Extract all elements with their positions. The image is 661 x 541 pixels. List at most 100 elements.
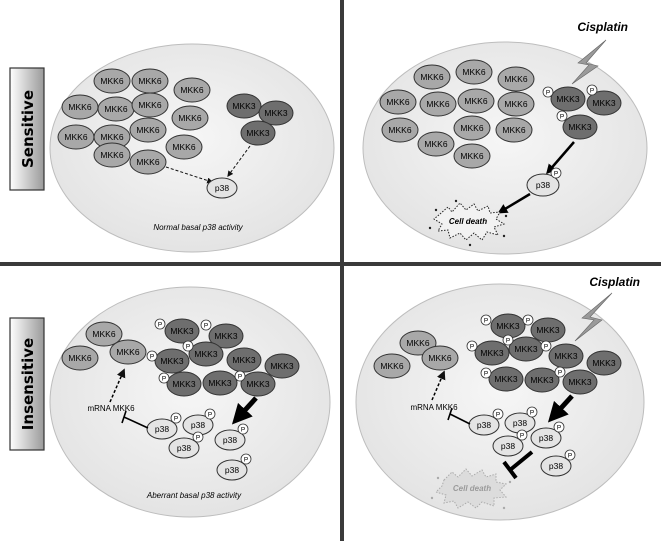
mkk3-group: MKK3 MKK3 MKK3 P P P bbox=[542, 84, 622, 140]
p38-inhibits-mrna bbox=[447, 407, 471, 425]
p38-node: p38 bbox=[168, 437, 200, 459]
phospho-badge: P bbox=[542, 86, 554, 98]
mkk6-node: MKK6 bbox=[381, 117, 419, 143]
mkk3-node: MKK3 bbox=[202, 370, 238, 396]
p38-node: p38 bbox=[526, 173, 560, 197]
svg-text:MKK6: MKK6 bbox=[502, 125, 525, 135]
svg-text:P: P bbox=[186, 344, 190, 351]
mkk6-node: MKK6 bbox=[131, 68, 169, 94]
mkk6-node: MKK6 bbox=[97, 96, 135, 122]
svg-text:MKK6: MKK6 bbox=[420, 72, 443, 82]
p38-group: p38 p38 p38 p38 p38 P P P P P bbox=[146, 408, 252, 481]
svg-text:MKK6: MKK6 bbox=[504, 99, 527, 109]
svg-text:P: P bbox=[204, 323, 208, 330]
phospho-badge: P bbox=[182, 340, 194, 352]
svg-text:P: P bbox=[560, 114, 564, 121]
svg-text:P: P bbox=[530, 410, 534, 417]
mkk3-node: MKK3 bbox=[474, 340, 510, 366]
mkk3-node-phosphorylated: MKK3 bbox=[550, 86, 586, 112]
mkk3-node: MKK3 bbox=[226, 347, 262, 373]
svg-text:MKK6: MKK6 bbox=[180, 85, 203, 95]
svg-text:MKK3: MKK3 bbox=[536, 325, 559, 335]
svg-text:P: P bbox=[544, 344, 548, 351]
svg-text:P: P bbox=[484, 318, 488, 325]
phospho-badge: P bbox=[540, 340, 552, 352]
p38-node: p38 bbox=[214, 429, 246, 451]
phospho-badge: P bbox=[158, 372, 170, 384]
mrna-to-mkk6-arrow bbox=[431, 370, 446, 401]
mrna-mkk6-label: mRNA MKK6 bbox=[87, 404, 135, 413]
svg-text:P: P bbox=[238, 374, 242, 381]
svg-text:MKK6: MKK6 bbox=[92, 329, 115, 339]
svg-text:MKK6: MKK6 bbox=[172, 142, 195, 152]
svg-text:p38: p38 bbox=[477, 420, 491, 430]
svg-text:MKK6: MKK6 bbox=[460, 151, 483, 161]
cell-death-label: Cell death bbox=[453, 484, 491, 493]
svg-text:MKK3: MKK3 bbox=[480, 348, 503, 358]
svg-text:MKK3: MKK3 bbox=[514, 344, 537, 354]
mkk3-node-phosphorylated: MKK3 bbox=[562, 114, 598, 140]
cell-death-label: Cell death bbox=[449, 217, 487, 226]
svg-text:MKK6: MKK6 bbox=[504, 74, 527, 84]
mkk3-node: MKK3 bbox=[226, 93, 262, 119]
mkk6-node: MKK6 bbox=[455, 59, 493, 85]
svg-text:P: P bbox=[470, 344, 474, 351]
mkk6-group: MKK6 MKK6 MKK6 MKK6 MKK6 MKK6 MKK6 MKK6 … bbox=[379, 59, 535, 169]
mkk6-node: MKK6 bbox=[399, 330, 437, 356]
svg-text:MKK6: MKK6 bbox=[136, 157, 159, 167]
mrna-to-mkk6-arrow bbox=[109, 368, 126, 403]
svg-text:p38: p38 bbox=[225, 465, 239, 475]
mkk3-node: MKK3 bbox=[586, 90, 622, 116]
svg-text:MKK6: MKK6 bbox=[100, 150, 123, 160]
svg-text:MKK3: MKK3 bbox=[592, 358, 615, 368]
quadrant-sensitive-basal: MKK6 MKK6 MKK6 MKK6 MKK6 MKK6 MKK6 MKK6 … bbox=[49, 43, 335, 253]
p38-node: p38 bbox=[146, 418, 178, 440]
p38-node: p38 bbox=[540, 455, 572, 477]
mkk6-node: MKK6 bbox=[93, 68, 131, 94]
mkk3-node: MKK3 bbox=[188, 341, 224, 367]
phospho-badge: P bbox=[200, 319, 212, 331]
mkk3-group: MKK3 MKK3 MKK3 bbox=[226, 93, 294, 146]
svg-text:MKK3: MKK3 bbox=[170, 326, 193, 336]
mkk6-node: MKK6 bbox=[109, 339, 147, 365]
svg-text:p38: p38 bbox=[549, 461, 563, 471]
cell-death-burst: Cell death bbox=[428, 199, 508, 247]
mkk6-node: MKK6 bbox=[131, 92, 169, 118]
cisplatin-lightning-icon bbox=[571, 39, 607, 85]
svg-text:MKK3: MKK3 bbox=[496, 321, 519, 331]
mkk6-node: MKK6 bbox=[373, 353, 411, 379]
mkk6-node: MKK6 bbox=[379, 89, 417, 115]
phospho-badge: P bbox=[550, 167, 562, 179]
svg-text:MKK3: MKK3 bbox=[592, 98, 615, 108]
svg-text:MKK6: MKK6 bbox=[406, 338, 429, 348]
svg-text:MKK3: MKK3 bbox=[554, 351, 577, 361]
svg-text:MKK6: MKK6 bbox=[386, 97, 409, 107]
p38-node: p38 bbox=[468, 414, 500, 436]
svg-text:MKK6: MKK6 bbox=[388, 125, 411, 135]
svg-text:p38: p38 bbox=[191, 420, 205, 430]
mkk6-node: MKK6 bbox=[57, 124, 95, 150]
svg-text:MKK6: MKK6 bbox=[178, 113, 201, 123]
svg-text:p38: p38 bbox=[155, 424, 169, 434]
sensitive-row-label-box: Sensitive bbox=[9, 67, 45, 191]
svg-text:MKK3: MKK3 bbox=[172, 379, 195, 389]
svg-text:MKK6: MKK6 bbox=[68, 353, 91, 363]
phospho-badge: P bbox=[554, 366, 566, 378]
quadrant-sensitive-cisplatin: Cisplatin MKK6 MKK6 MKK6 MKK6 MKK6 MKK6 … bbox=[362, 20, 648, 255]
mkk3-to-p38-arrow bbox=[546, 141, 575, 175]
mkk3-node: MKK3 bbox=[264, 353, 300, 379]
phospho-badge: P bbox=[146, 350, 158, 362]
svg-text:MKK6: MKK6 bbox=[100, 132, 123, 142]
mkk6-node: MKK6 bbox=[453, 115, 491, 141]
svg-text:MKK3: MKK3 bbox=[246, 379, 269, 389]
mkk6-node: MKK6 bbox=[453, 143, 491, 169]
svg-text:MKK3: MKK3 bbox=[568, 122, 591, 132]
p38-node: p38 bbox=[492, 435, 524, 457]
svg-text:MKK3: MKK3 bbox=[264, 108, 287, 118]
svg-text:MKK6: MKK6 bbox=[104, 104, 127, 114]
mkk3-node: MKK3 bbox=[562, 369, 598, 395]
svg-text:P: P bbox=[241, 427, 245, 434]
svg-text:P: P bbox=[174, 416, 178, 423]
mkk6-node: MKK6 bbox=[419, 91, 457, 117]
svg-text:P: P bbox=[162, 376, 166, 383]
